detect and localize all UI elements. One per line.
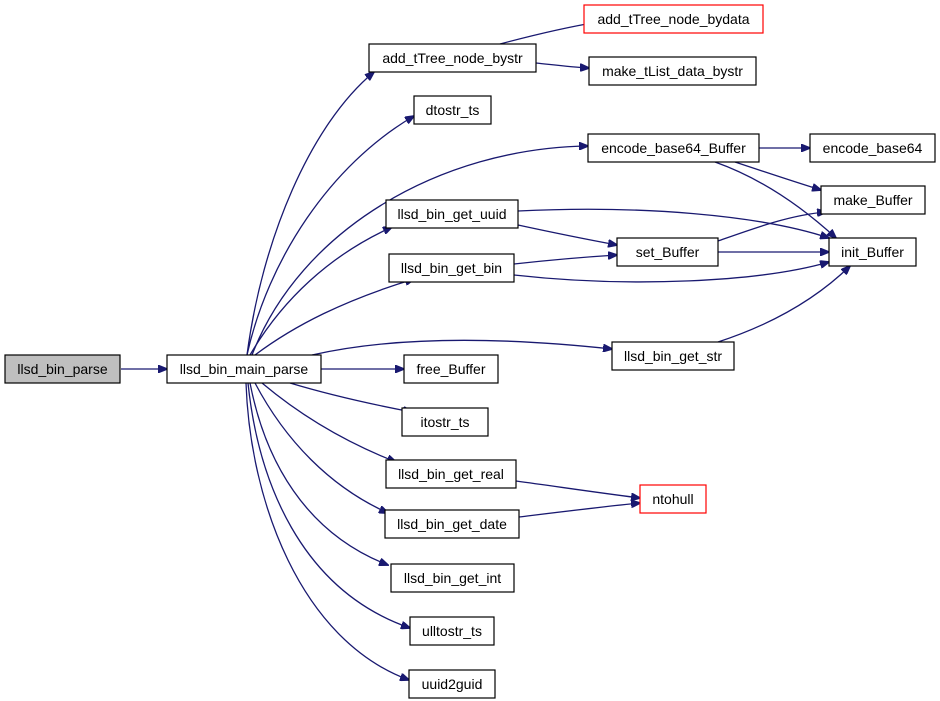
node-box (639, 484, 707, 514)
node-uuid2guid[interactable]: uuid2guid (408, 669, 496, 699)
node-label: llsd_bin_get_date (397, 516, 507, 532)
node-box (588, 56, 757, 86)
node-ulltostr_ts[interactable]: ulltostr_ts (409, 616, 495, 646)
edge-llsd_bin_get_real-to-ntohull (515, 480, 640, 498)
edge-llsd_bin_main_parse-to-llsd_bin_get_real (261, 382, 396, 462)
node-label: ulltostr_ts (422, 623, 482, 639)
node-label: add_tTree_node_bystr (382, 50, 523, 66)
edge-encode_base64_Buffer-to-make_Buffer (734, 161, 821, 190)
edge-llsd_bin_get_uuid-to-init_Buffer (517, 208, 829, 238)
node-box (401, 407, 489, 437)
node-label: init_Buffer (841, 244, 904, 260)
node-itostr_ts[interactable]: itostr_ts (401, 407, 489, 437)
node-make_tList_data_bystr[interactable]: make_tList_data_bystr (588, 56, 757, 86)
edge-llsd_bin_get_bin-to-set_Buffer (513, 255, 617, 265)
node-label: llsd_bin_get_real (398, 466, 504, 482)
edge-llsd_bin_get_date-to-ntohull (518, 503, 640, 518)
node-box (390, 563, 515, 593)
node-label: encode_base64 (823, 140, 923, 156)
node-box (616, 237, 719, 267)
node-init_Buffer[interactable]: init_Buffer (828, 237, 917, 267)
node-encode_base64[interactable]: encode_base64 (809, 133, 936, 163)
node-llsd_bin_get_date[interactable]: llsd_bin_get_date (384, 509, 520, 539)
node-box (409, 616, 495, 646)
node-llsd_bin_get_str[interactable]: llsd_bin_get_str (611, 341, 735, 371)
edges-layer (121, 22, 850, 680)
node-label: itostr_ts (420, 414, 469, 430)
node-llsd_bin_get_int[interactable]: llsd_bin_get_int (390, 563, 515, 593)
node-free_Buffer[interactable]: free_Buffer (403, 354, 499, 384)
node-box (385, 199, 519, 229)
edge-llsd_bin_main_parse-to-encode_base64_Buffer (251, 146, 588, 356)
edge-llsd_bin_main_parse-to-ulltostr_ts (247, 382, 410, 628)
node-add_tTree_node_bydata[interactable]: add_tTree_node_bydata (583, 4, 764, 34)
node-label: llsd_bin_get_int (404, 570, 501, 586)
node-box (388, 253, 515, 283)
node-label: ntohull (652, 491, 693, 507)
edge-add_tTree_node_bystr-to-make_tList_data_bystr (535, 62, 589, 68)
edge-llsd_bin_get_bin-to-init_Buffer (513, 262, 829, 283)
node-box (413, 95, 492, 125)
edge-llsd_bin_main_parse-to-add_tTree_node_bystr (246, 72, 374, 356)
node-llsd_bin_get_uuid[interactable]: llsd_bin_get_uuid (385, 199, 519, 229)
node-ntohull[interactable]: ntohull (639, 484, 707, 514)
edge-llsd_bin_main_parse-to-llsd_bin_get_int (249, 382, 388, 565)
node-label: llsd_bin_parse (17, 361, 107, 377)
node-label: encode_base64_Buffer (601, 140, 746, 156)
nodes-layer: llsd_bin_parse llsd_bin_main_parse add_tTr… (4, 4, 936, 699)
node-box (587, 133, 760, 163)
node-box (611, 341, 735, 371)
node-box (403, 354, 499, 384)
edge-llsd_bin_main_parse-to-itostr_ts (289, 382, 412, 412)
node-llsd_bin_get_bin[interactable]: llsd_bin_get_bin (388, 253, 515, 283)
node-label: llsd_bin_get_bin (401, 260, 502, 276)
node-box (828, 237, 917, 267)
node-llsd_bin_parse[interactable]: llsd_bin_parse (4, 354, 121, 384)
edge-llsd_bin_main_parse-to-llsd_bin_get_uuid (249, 227, 392, 356)
node-box (385, 459, 517, 489)
node-box (166, 354, 322, 384)
node-label: set_Buffer (636, 244, 700, 260)
edge-add_tTree_node_bystr-to-add_tTree_node_bydata (499, 22, 598, 45)
node-label: llsd_bin_get_str (624, 348, 722, 364)
node-llsd_bin_get_real[interactable]: llsd_bin_get_real (385, 459, 517, 489)
edge-set_Buffer-to-make_Buffer (717, 212, 826, 242)
node-label: llsd_bin_get_uuid (398, 206, 507, 222)
edge-llsd_bin_main_parse-to-llsd_bin_get_date (254, 382, 388, 513)
node-label: dtostr_ts (426, 102, 480, 118)
node-box (408, 669, 496, 699)
edge-llsd_bin_main_parse-to-dtostr_ts (246, 116, 414, 356)
node-dtostr_ts[interactable]: dtostr_ts (413, 95, 492, 125)
node-box (368, 43, 537, 73)
edge-llsd_bin_main_parse-to-llsd_bin_get_str (311, 339, 612, 356)
node-box (809, 133, 936, 163)
node-label: add_tTree_node_bydata (597, 11, 749, 27)
node-llsd_bin_main_parse[interactable]: llsd_bin_main_parse (166, 354, 322, 384)
edge-llsd_bin_get_str-to-init_Buffer (717, 266, 850, 343)
node-label: make_Buffer (833, 192, 912, 208)
edge-llsd_bin_main_parse-to-uuid2guid (245, 382, 409, 680)
node-add_tTree_node_bystr[interactable]: add_tTree_node_bystr (368, 43, 537, 73)
node-box (384, 509, 520, 539)
node-make_Buffer[interactable]: make_Buffer (820, 185, 926, 215)
node-label: make_tList_data_bystr (602, 63, 743, 79)
edge-llsd_bin_get_uuid-to-set_Buffer (517, 224, 617, 245)
node-box (583, 4, 764, 34)
edge-encode_base64_Buffer-to-init_Buffer (714, 161, 836, 238)
node-box (820, 185, 926, 215)
node-set_Buffer[interactable]: set_Buffer (616, 237, 719, 267)
node-label: free_Buffer (416, 361, 485, 377)
node-label: llsd_bin_main_parse (180, 361, 309, 377)
node-encode_base64_Buffer[interactable]: encode_base64_Buffer (587, 133, 760, 163)
edge-llsd_bin_main_parse-to-llsd_bin_get_bin (254, 279, 414, 356)
node-label: uuid2guid (422, 676, 483, 692)
node-box (4, 354, 121, 384)
